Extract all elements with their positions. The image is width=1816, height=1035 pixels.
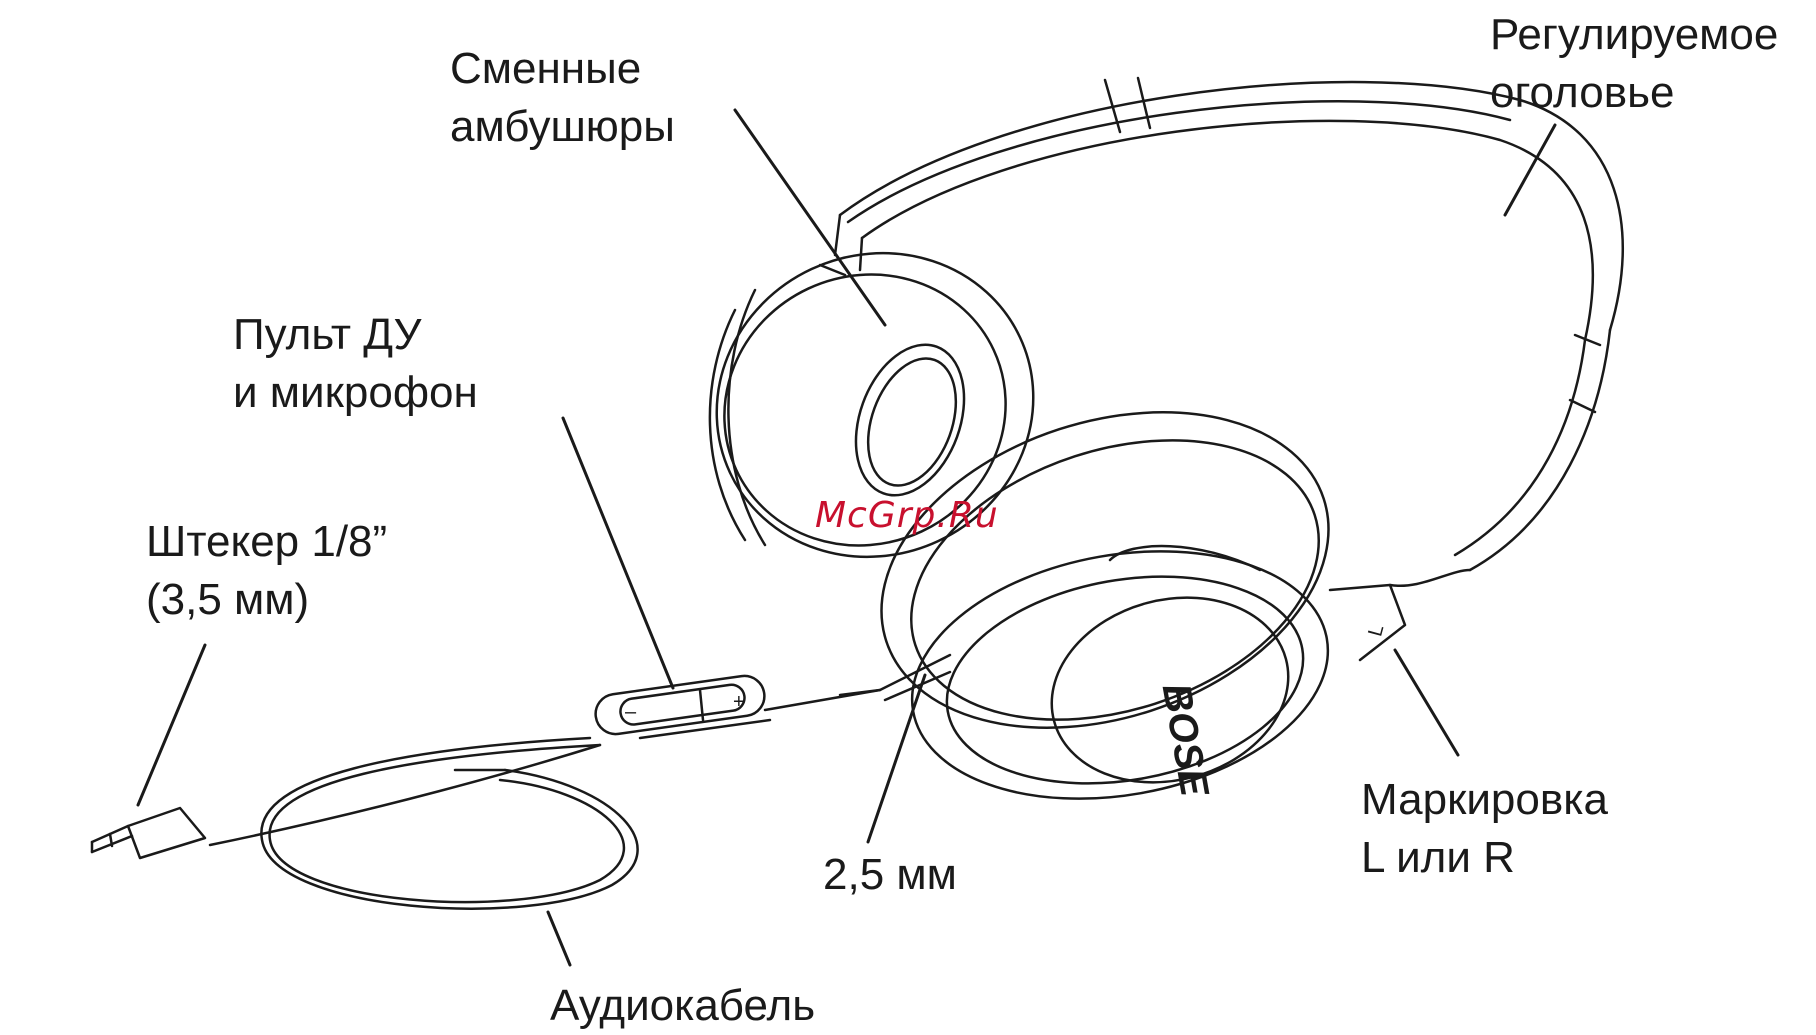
watermark: McGrp.Ru (815, 495, 999, 536)
label-remote-mic-line-1: Пульт ДУ (233, 306, 478, 364)
side-mark: L (1364, 622, 1388, 638)
label-audio-cable-line-1: Аудиокабель (550, 977, 815, 1035)
audio-cable-drawing (92, 655, 950, 909)
label-headband-line-2: оголовье (1490, 64, 1778, 122)
label-lr-marking-line-2: L или R (1361, 829, 1608, 887)
label-lr-marking-line-1: Маркировка (1361, 771, 1608, 829)
label-lr-marking: Маркировка L или R (1361, 771, 1608, 887)
label-plug: Штекер 1/8” (3,5 мм) (146, 513, 387, 629)
remote-plus-glyph: + (733, 691, 745, 713)
remote-minus-glyph: – (625, 701, 637, 723)
label-plug-line-2: (3,5 мм) (146, 571, 387, 629)
label-headband-line-1: Регулируемое (1490, 6, 1778, 64)
label-jack-size-line-1: 2,5 мм (823, 846, 957, 904)
front-ear-cup-drawing (841, 358, 1470, 829)
rear-ear-cup-drawing (667, 201, 1084, 608)
label-remote-mic-line-2: и микрофон (233, 364, 478, 422)
label-ear-cushions-line-1: Сменные (450, 40, 675, 98)
label-plug-line-1: Штекер 1/8” (146, 513, 387, 571)
label-remote-mic: Пульт ДУ и микрофон (233, 306, 478, 422)
remote-control-drawing: – + (593, 673, 767, 736)
label-audio-cable: Аудиокабель (550, 977, 815, 1035)
label-headband: Регулируемое оголовье (1490, 6, 1778, 122)
label-ear-cushions-line-2: амбушюры (450, 98, 675, 156)
label-jack-size: 2,5 мм (823, 846, 957, 904)
label-ear-cushions: Сменные амбушюры (450, 40, 675, 156)
